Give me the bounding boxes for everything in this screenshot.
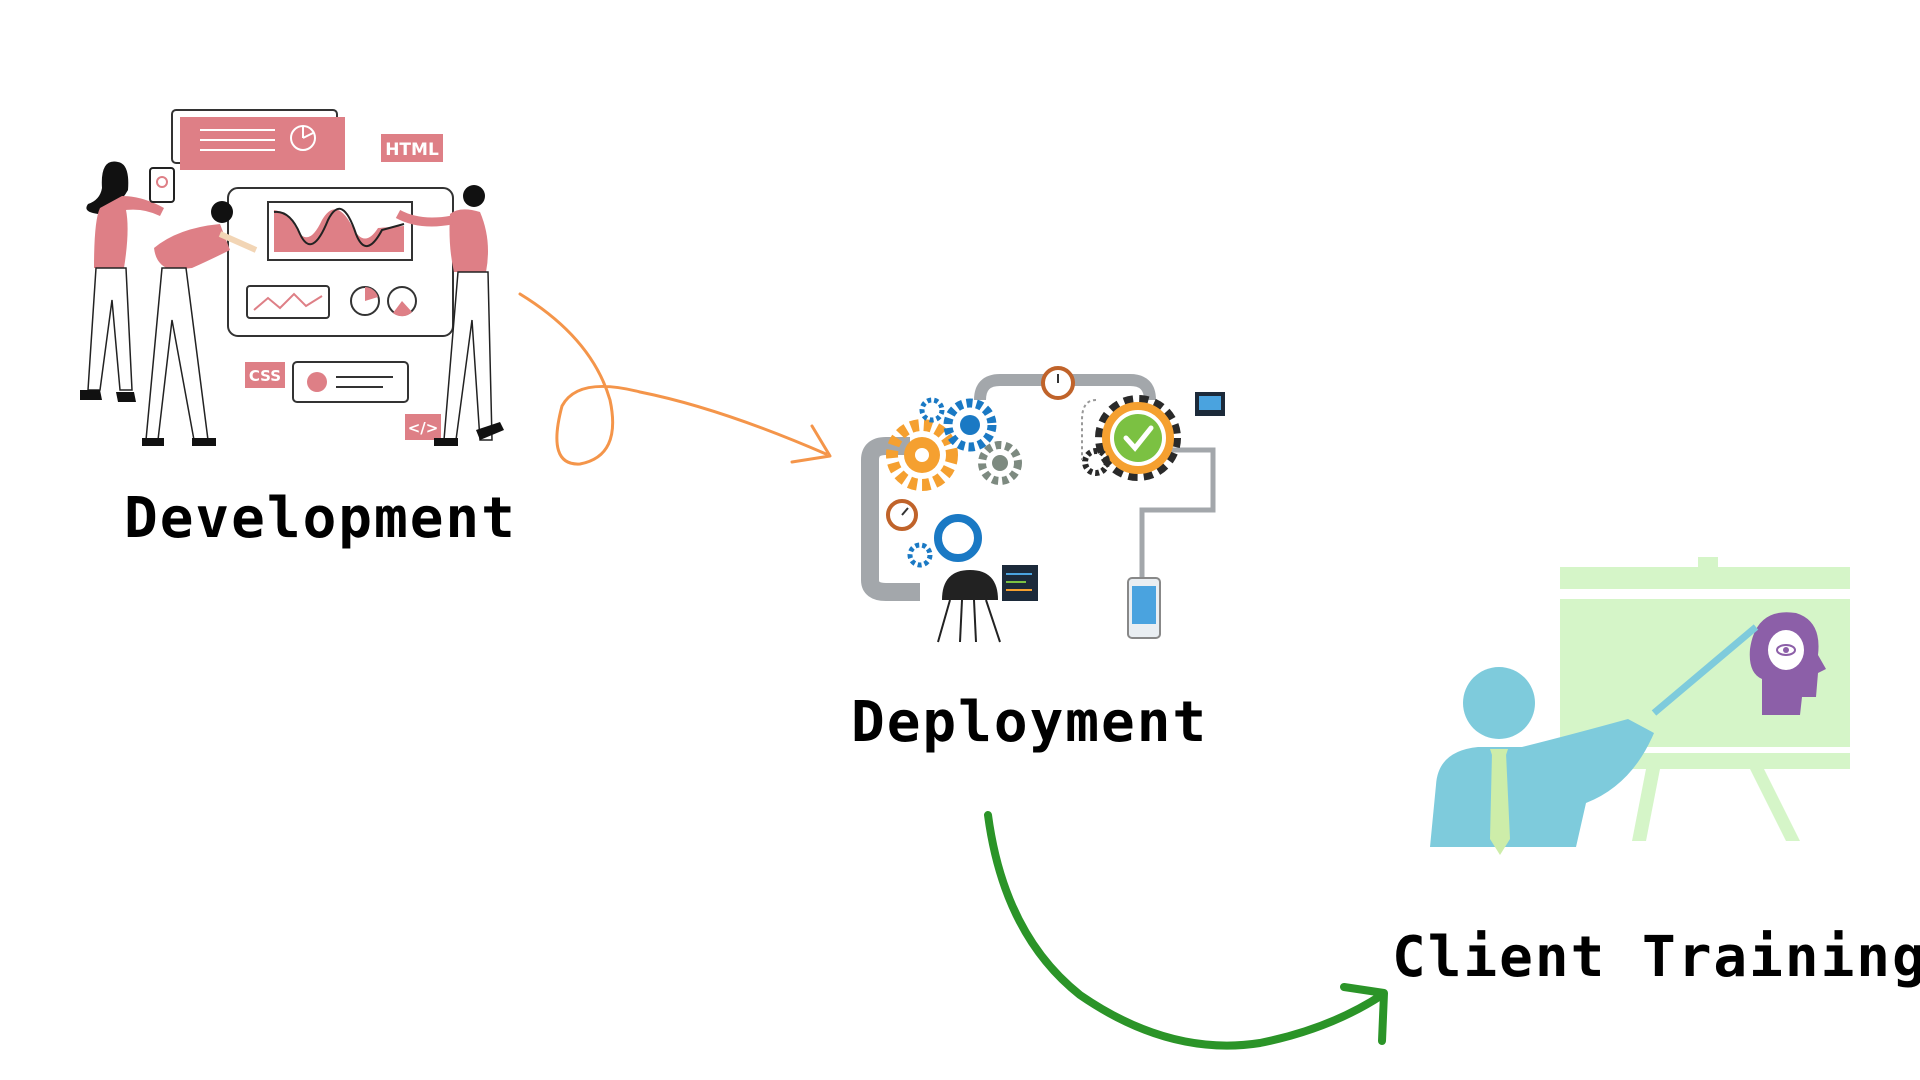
deployment-illustration [861, 366, 1225, 643]
step-label-deployment: Deployment [851, 690, 1209, 755]
code-tag: </> [408, 419, 439, 437]
step-label-client-training: Client Training [1392, 925, 1920, 990]
client-training-illustration [1430, 557, 1850, 855]
curly-arrow-icon [518, 292, 832, 466]
development-illustration: HTML CSS </> [80, 109, 504, 446]
step-label-development: Development [124, 486, 517, 551]
html-tag: HTML [385, 140, 439, 160]
css-tag: CSS [249, 367, 281, 385]
curved-arrow-icon [984, 811, 1388, 1050]
